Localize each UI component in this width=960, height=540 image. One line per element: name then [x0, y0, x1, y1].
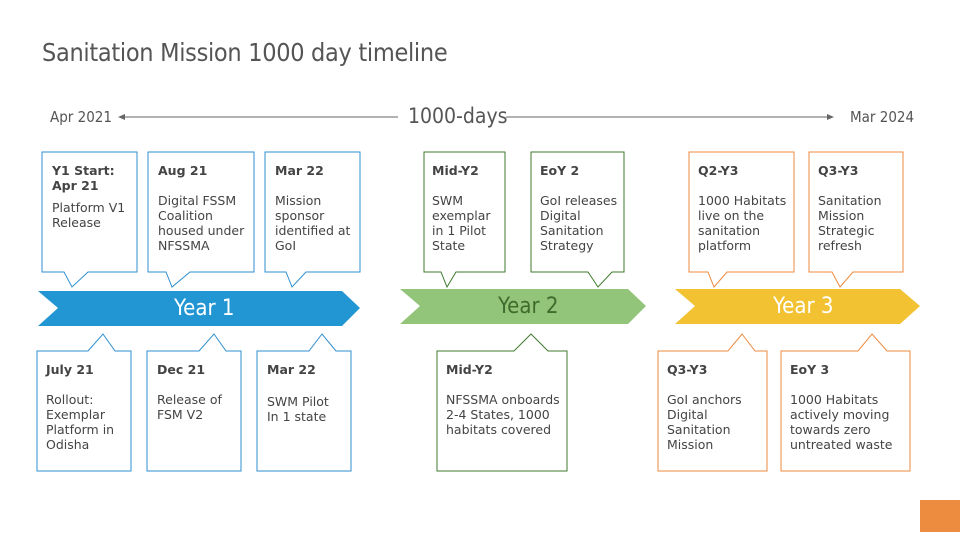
callout-bottom-3: [256, 333, 352, 472]
span-arrowhead-left: [118, 114, 125, 120]
milestone-top-6: Q2-Y3 1000 Habitats live on the sanitati…: [698, 163, 786, 253]
milestone-top-4: Mid-Y2 SWM exemplar in 1 Pilot State: [432, 163, 491, 253]
milestone-date: Y1 Start: Apr 21: [52, 163, 115, 193]
milestone-bottom-6: EoY 3 1000 Habitats actively moving towa…: [790, 362, 892, 452]
milestone-date: Aug 21: [158, 163, 208, 178]
year-3-chevron: [675, 289, 920, 324]
milestone-bottom-2: Dec 21 Release of FSM V2: [157, 362, 222, 422]
milestone-text: 1000 Habitats actively moving towards ze…: [790, 392, 893, 452]
milestone-text: Rollout: Exemplar Platform in Odisha: [46, 392, 115, 452]
corner-accent: [920, 500, 960, 532]
span-center-label: 1000-days: [408, 104, 508, 128]
milestone-date: EoY 2: [540, 163, 580, 178]
callout-bottom-4: [436, 333, 568, 472]
year-2-chevron: [400, 289, 646, 324]
year-3-label: Year 3: [773, 294, 834, 319]
milestone-date: Q2-Y3: [698, 163, 739, 178]
milestone-date: Mar 22: [275, 163, 324, 178]
callout-top-2: [147, 151, 255, 288]
callout-top-3: [264, 151, 361, 288]
milestone-top-2: Aug 21 Digital FSSM Coalition housed und…: [158, 163, 244, 253]
year-2-label: Year 2: [498, 294, 559, 319]
milestone-top-5: EoY 2 GoI releases Digital Sanitation St…: [540, 163, 617, 253]
span-end-label: Mar 2024: [850, 108, 915, 126]
milestone-bottom-4: Mid-Y2 NFSSMA onboards 2-4 States, 1000 …: [446, 362, 560, 437]
milestone-top-3: Mar 22 Mission sponsor identified at GoI: [275, 163, 350, 253]
callout-top-1: [41, 151, 138, 288]
callout-bottom-2: [146, 333, 242, 472]
milestone-text: NFSSMA onboards 2-4 States, 1000 habitat…: [446, 392, 560, 437]
callout-bottom-5: [657, 333, 768, 472]
milestone-text: GoI anchors Digital Sanitation Mission: [667, 392, 742, 452]
callout-bottom-1: [36, 333, 132, 472]
milestone-bottom-3: Mar 22 SWM Pilot In 1 state: [267, 362, 329, 424]
milestone-text: Sanitation Mission Strategic refresh: [818, 193, 882, 253]
milestone-text: Platform V1 Release: [52, 200, 126, 230]
callout-top-6: [688, 151, 795, 288]
milestone-date: July 21: [46, 362, 94, 377]
page-title: Sanitation Mission 1000 day timeline: [42, 38, 448, 67]
callout-top-5: [530, 151, 625, 288]
milestone-text: Digital FSSM Coalition housed under NFSS…: [158, 193, 245, 253]
milestone-date: Mid-Y2: [446, 362, 493, 377]
callout-top-7: [808, 151, 904, 288]
milestone-date: Q3-Y3: [667, 362, 708, 377]
milestone-text: GoI releases Digital Sanitation Strategy: [540, 193, 618, 253]
milestone-date: Mid-Y2: [432, 163, 479, 178]
milestone-top-7: Q3-Y3 Sanitation Mission Strategic refre…: [818, 163, 882, 253]
milestone-text: Release of FSM V2: [157, 392, 222, 422]
span-start-label: Apr 2021: [50, 108, 112, 126]
milestone-text: SWM exemplar in 1 Pilot State: [432, 193, 491, 253]
year-1-label: Year 1: [174, 296, 235, 321]
milestone-bottom-1: July 21 Rollout: Exemplar Platform in Od…: [46, 362, 114, 452]
callout-top-4: [423, 151, 506, 289]
milestone-text: 1000 Habitats live on the sanitation pla…: [698, 193, 787, 253]
milestone-text: SWM Pilot In 1 state: [267, 394, 329, 424]
milestone-bottom-5: Q3-Y3 GoI anchors Digital Sanitation Mis…: [667, 362, 742, 452]
milestone-top-1: Y1 Start: Apr 21 Platform V1 Release: [52, 163, 125, 230]
milestone-date: EoY 3: [790, 362, 830, 377]
milestone-text: Mission sponsor identified at GoI: [275, 193, 351, 253]
year-1-chevron: [38, 291, 360, 326]
callout-bottom-6: [780, 333, 911, 472]
milestone-date: Q3-Y3: [818, 163, 859, 178]
milestone-date: Dec 21: [157, 362, 206, 377]
span-arrowhead-right: [827, 114, 834, 120]
milestone-date: Mar 22: [267, 362, 316, 377]
